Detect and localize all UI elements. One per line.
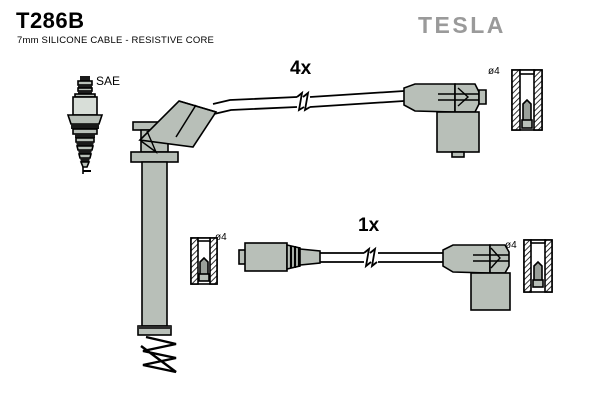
quantity-label-upper: 4x <box>290 58 312 79</box>
diameter-label-mid-left: ø4 <box>215 232 227 243</box>
spark-plug-icon <box>66 76 104 174</box>
boot-cross-section-mid-right <box>523 239 553 293</box>
spark-plug-standard-label: SAE <box>96 74 121 88</box>
page-title: T286B <box>16 8 85 33</box>
diameter-label-top-right: ø4 <box>488 66 500 77</box>
cable-break-symbol <box>296 90 311 112</box>
spark-plug-boot <box>130 121 179 336</box>
spring-icon <box>140 335 177 374</box>
diameter-label-mid-right: ø4 <box>505 240 517 251</box>
upper-cable <box>212 90 405 115</box>
part-description: 7mm SILICONE CABLE - RESISTIVE CORE <box>17 35 215 46</box>
coil-connector <box>238 242 321 272</box>
boot-cross-section-top-right <box>511 69 543 131</box>
boot-elbow <box>138 100 218 155</box>
cable-break-symbol-lower <box>363 246 378 269</box>
distributor-connector-lower <box>442 244 511 311</box>
quantity-label-lower: 1x <box>358 215 380 236</box>
brand-logo: TESLA <box>418 12 506 38</box>
boot-cross-section-mid-left <box>190 237 218 285</box>
lower-cable <box>320 252 443 263</box>
distributor-connector-upper <box>403 83 487 158</box>
